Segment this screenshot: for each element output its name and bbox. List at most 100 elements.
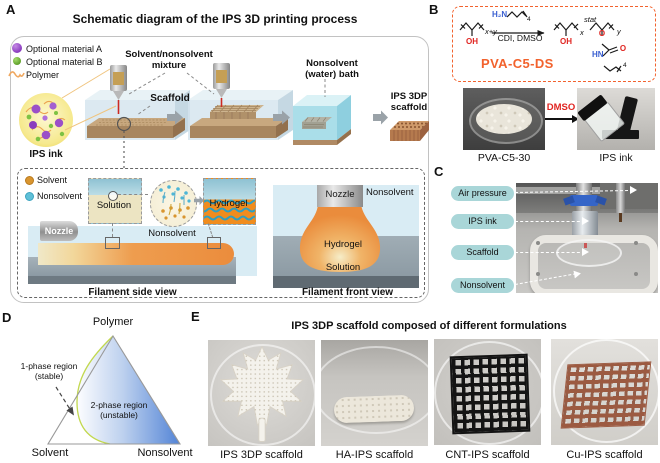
- dmso-arrow-label: DMSO: [546, 102, 576, 113]
- callout-air-pressure: Air pressure: [451, 186, 514, 201]
- photo-cu-ips-scaffold: [551, 339, 658, 445]
- air-pressure-arrowhead: [630, 186, 637, 194]
- hydrogel-pore-pattern: [204, 199, 255, 221]
- process-arrow-1: [167, 110, 183, 125]
- side-view-caption: Filament side view: [88, 287, 177, 298]
- legend-nonsolvent: Nonsolvent: [37, 191, 83, 201]
- material-a-sphere-icon: [12, 43, 22, 53]
- y-subscript: y: [617, 27, 621, 36]
- panel-a-callout-lines: [61, 68, 326, 168]
- hydrogel-inset-box: [203, 178, 256, 225]
- hydrogel-inset-label: Hydrogel: [209, 198, 248, 209]
- ips-ink-arrowhead: [582, 217, 589, 225]
- ips-ink-line: [515, 221, 585, 222]
- dish-ring: [321, 346, 428, 434]
- diffusion-inset-circle: [150, 180, 197, 227]
- side-base: [28, 276, 236, 284]
- o-ester-label: O: [598, 29, 606, 38]
- frame-screw-3: [536, 272, 540, 276]
- product-name: PVA-C5-DS: [481, 56, 554, 71]
- vertex-polymer: Polymer: [92, 316, 134, 328]
- panel-a-frame: [10, 36, 429, 303]
- photo-ha-ips-scaffold: [321, 340, 428, 446]
- side-nonsolvent-label: Nonsolvent: [148, 228, 196, 239]
- pva-flakes: [476, 104, 532, 134]
- legend-polymer: Polymer: [26, 70, 60, 80]
- side-nozzle: Nozzle: [40, 221, 78, 241]
- photo-ips-3dp-scaffold: [208, 340, 315, 446]
- x-subscript: x: [580, 28, 584, 37]
- front-hydrogel-label: Hydrogel: [323, 239, 363, 250]
- reaction-conditions: CDI, DMSO: [497, 33, 543, 43]
- two-phase-region-label: 2-phase region (unstable): [90, 400, 148, 420]
- polymer-squiggle-icon: [8, 71, 25, 78]
- stat-label: stat: [584, 15, 597, 24]
- syringe-barrel: [572, 211, 598, 239]
- product-label: IPS 3DP scaffold: [390, 91, 428, 113]
- ternary-phase-diagram: [47, 334, 181, 445]
- label-ips-3dp-scaffold: IPS 3DP scaffold: [220, 449, 303, 461]
- front-view-caption: Filament front view: [301, 287, 394, 298]
- solution-connector-dash: [112, 223, 113, 237]
- solution-zone-marker: [105, 237, 120, 249]
- legend-material-b: Optional material B: [26, 57, 103, 67]
- vertex-solvent: Solvent: [31, 447, 69, 459]
- panel-c-label: C: [434, 164, 444, 179]
- scaffold-arrowhead: [582, 248, 589, 256]
- process-arrow-2: [273, 110, 290, 125]
- o-carbonyl-label: O: [619, 44, 627, 53]
- vial-holder-base: [602, 130, 639, 139]
- label-cnt-ips-scaffold: CNT-IPS scaffold: [445, 449, 530, 461]
- ips-ink-droplet: [19, 93, 73, 147]
- dish-ring: [434, 341, 541, 445]
- panel-e-label: E: [191, 309, 200, 324]
- oh-right-label: OH: [560, 37, 572, 46]
- ha-scaffold: [333, 394, 415, 424]
- chain-sub4: 4: [623, 62, 627, 69]
- vertex-nonsolvent: Nonsolvent: [137, 447, 193, 459]
- panel-e-title: IPS 3DP scaffold composed of different f…: [291, 320, 567, 332]
- inset-link-dash: [118, 194, 148, 195]
- callout-nonsolvent: Nonsolvent: [451, 278, 514, 293]
- front-nozzle: Nozzle: [317, 185, 363, 207]
- dmso-arrowhead-icon: [572, 115, 579, 123]
- diffusion-dots: [159, 185, 191, 220]
- second-tool: [616, 183, 625, 213]
- reaction-skeleton: [459, 10, 622, 73]
- legend-material-a: Optional material A: [26, 44, 103, 54]
- process-arrow-3: [373, 110, 388, 125]
- front-base: [273, 276, 419, 288]
- xy-subscript: x+y: [485, 27, 497, 36]
- mixture-label: Solvent/nonsolvent mixture: [125, 49, 213, 71]
- frame-screw-1: [536, 241, 540, 245]
- photo-cnt-ips-scaffold: [434, 339, 541, 445]
- side-filament: [38, 243, 234, 265]
- reaction-scheme-frame: [452, 6, 656, 82]
- pva-photo-label: PVA-C5-30: [477, 152, 531, 164]
- inset-arrow-icon: [194, 196, 204, 205]
- amine-label: H₂N: [492, 10, 508, 19]
- dish-ring: [210, 344, 315, 446]
- ips-ink-photo-label: IPS ink: [599, 152, 633, 164]
- label-ha-ips-scaffold: HA-IPS scaffold: [335, 449, 414, 461]
- magnify-point-circle: [108, 191, 118, 201]
- scaffold-line: [515, 252, 585, 253]
- callout-ips-ink: IPS ink: [451, 214, 514, 229]
- printer-back-plate: [600, 183, 658, 209]
- solvent-dot-icon: [25, 176, 34, 185]
- front-nozzle-label: Nozzle: [325, 189, 355, 200]
- stage-print-1: [85, 65, 190, 140]
- dish-ring: [553, 339, 658, 443]
- panel-d-label: D: [2, 310, 12, 325]
- second-tool-tip: [619, 213, 622, 222]
- callout-scaffold: Scaffold: [451, 245, 514, 260]
- one-phase-region-label: 1-phase region (stable): [20, 361, 78, 381]
- dmso-arrow: [545, 118, 573, 120]
- hydrogel-zone-marker: [207, 237, 221, 249]
- hn-label: HN: [592, 50, 604, 59]
- printing-dish: [556, 239, 622, 267]
- final-scaffold-graphic: [390, 121, 429, 141]
- stage-water-bath: [293, 95, 351, 145]
- ips-ink-photo: [577, 88, 655, 150]
- scaffold-label: Scaffold: [150, 93, 190, 104]
